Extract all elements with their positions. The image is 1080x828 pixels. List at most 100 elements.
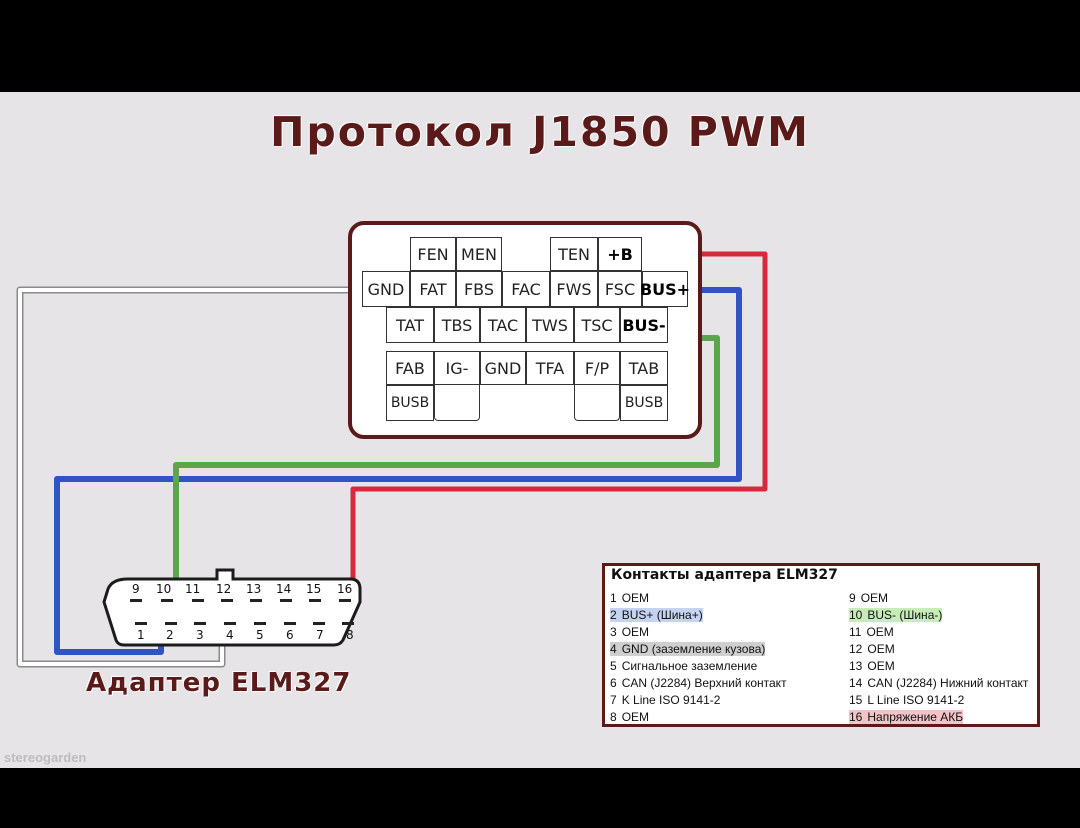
legend-text: CAN (J2284) Нижний контакт — [867, 676, 1029, 690]
legend-num: 7 — [610, 693, 617, 707]
elm-pin-5: 5 — [256, 628, 264, 642]
elm-pin-6: 6 — [286, 628, 294, 642]
empty-slot-right — [574, 385, 620, 421]
pin-tat: TAT — [386, 307, 434, 343]
elm-pin-1: 1 — [137, 628, 145, 642]
legend-num: 12 — [849, 642, 863, 656]
legend-item: 11 OEM — [849, 625, 894, 639]
legend-text: OEM — [860, 591, 889, 605]
legend-text: GND (заземление кузова) — [621, 642, 766, 656]
legend-num: 11 — [849, 625, 862, 639]
elm-pin-16: 16 — [337, 582, 353, 596]
pin-fac: FAC — [502, 271, 550, 307]
legend-num: 6 — [610, 676, 617, 690]
legend-num: 14 — [849, 676, 863, 690]
elm-pin-2: 2 — [166, 628, 174, 642]
pin-fws: FWS — [550, 271, 598, 307]
legend-text: CAN (J2284) Верхний контакт — [621, 676, 787, 690]
pin-tab: TAB — [620, 351, 668, 385]
legend-text: OEM — [866, 625, 894, 639]
elm-pin-9: 9 — [132, 582, 140, 596]
legend-num: 16 — [849, 710, 863, 724]
legend-item: 8 OEM — [610, 710, 649, 724]
legend-item: 13 OEM — [849, 659, 895, 673]
legend-item: 6 CAN (J2284) Верхний контакт — [610, 676, 787, 690]
legend-num: 9 — [849, 591, 856, 605]
legend-item: 10 BUS- (Шина-) — [849, 608, 943, 622]
pin-bus-plus: BUS+ — [640, 271, 690, 307]
legend-num: 3 — [610, 625, 617, 639]
legend-text: K Line ISO 9141-2 — [621, 693, 721, 707]
elm-pin-7: 7 — [316, 628, 324, 642]
pin-battery: +B — [598, 237, 642, 271]
elm327-pin-slots — [130, 599, 354, 625]
pin-fat: FAT — [410, 271, 456, 307]
elm-pin-3: 3 — [196, 628, 204, 642]
legend-text: OEM — [621, 710, 650, 724]
legend-text: Сигнальное заземление — [621, 659, 758, 673]
legend-item: 1 OEM — [610, 591, 649, 605]
legend-item: 14 CAN (J2284) Нижний контакт — [849, 676, 1028, 690]
legend-text: OEM — [867, 659, 895, 673]
pin-bus-minus: BUS- — [620, 307, 668, 343]
elm-pin-15: 15 — [306, 582, 322, 596]
legend-text: Напряжение АКБ — [867, 710, 964, 724]
legend-text: L Line ISO 9141-2 — [867, 693, 965, 707]
legend-item: 15 L Line ISO 9141-2 — [849, 693, 964, 707]
pin-fsc: FSC — [598, 271, 642, 307]
legend-text: OEM — [621, 625, 650, 639]
elm327-connector-body — [102, 568, 362, 647]
pin-busb-left: BUSB — [386, 385, 434, 421]
wire-battery-red — [350, 251, 768, 601]
pin-tfa: TFA — [526, 351, 574, 385]
legend-num: 4 — [610, 642, 617, 656]
wires-layer — [16, 251, 768, 668]
elm-pin-4: 4 — [226, 628, 234, 642]
legend-num: 15 — [849, 693, 863, 707]
legend-num: 8 — [610, 710, 617, 724]
legend-item: 9 OEM — [849, 591, 888, 605]
legend-num: 5 — [610, 659, 617, 673]
adapter-label: Адаптер ELM327 — [86, 668, 352, 698]
pin-gnd-bottom: GND — [480, 351, 526, 385]
legend-num: 10 — [849, 608, 863, 622]
legend-text: BUS- (Шина-) — [867, 608, 943, 622]
diagnostic-connector: FEN MEN TEN +B GND FAT FBS FAC FWS FSC B… — [348, 221, 702, 439]
pin-fbs: FBS — [456, 271, 502, 307]
pin-fp: F/P — [574, 351, 620, 385]
legend-text: BUS+ (Шина+) — [621, 608, 703, 622]
elm-pin-8: 8 — [346, 628, 354, 642]
pin-men: MEN — [456, 237, 502, 271]
legend-text: OEM — [867, 642, 895, 656]
pin-ten: TEN — [550, 237, 598, 271]
elm-pin-11: 11 — [185, 582, 201, 596]
pin-tws: TWS — [526, 307, 574, 343]
legend-item: 16 Напряжение АКБ — [849, 710, 964, 724]
elm-pin-13: 13 — [246, 582, 262, 596]
pin-tac: TAC — [480, 307, 526, 343]
diagram-title: Протокол J1850 PWM — [270, 108, 810, 156]
elm-pin-14: 14 — [276, 582, 292, 596]
empty-slot-left — [434, 385, 480, 421]
diagram-canvas: Протокол J1850 PWM FEN MEN — [0, 92, 1080, 768]
pin-ig-minus: IG- — [434, 351, 480, 385]
legend-title: Контакты адаптера ELM327 — [611, 567, 838, 583]
legend-num: 13 — [849, 659, 863, 673]
pin-fen: FEN — [410, 237, 456, 271]
legend-item: 12 OEM — [849, 642, 895, 656]
pin-tsc: TSC — [574, 307, 620, 343]
legend-item: 5 Сигнальное заземление — [610, 659, 757, 673]
legend-text: OEM — [621, 591, 650, 605]
legend-num: 1 — [610, 591, 617, 605]
wire-bus-plus-blue — [54, 287, 742, 655]
elm-pin-10: 10 — [156, 582, 172, 596]
pin-fab: FAB — [386, 351, 434, 385]
legend-item: 4 GND (заземление кузова) — [610, 642, 766, 656]
pin-gnd-top: GND — [362, 271, 410, 307]
pin-busb-right: BUSB — [620, 385, 668, 421]
legend-item: 3 OEM — [610, 625, 649, 639]
pin-tbs: TBS — [434, 307, 480, 343]
legend-item: 7 K Line ISO 9141-2 — [610, 693, 720, 707]
